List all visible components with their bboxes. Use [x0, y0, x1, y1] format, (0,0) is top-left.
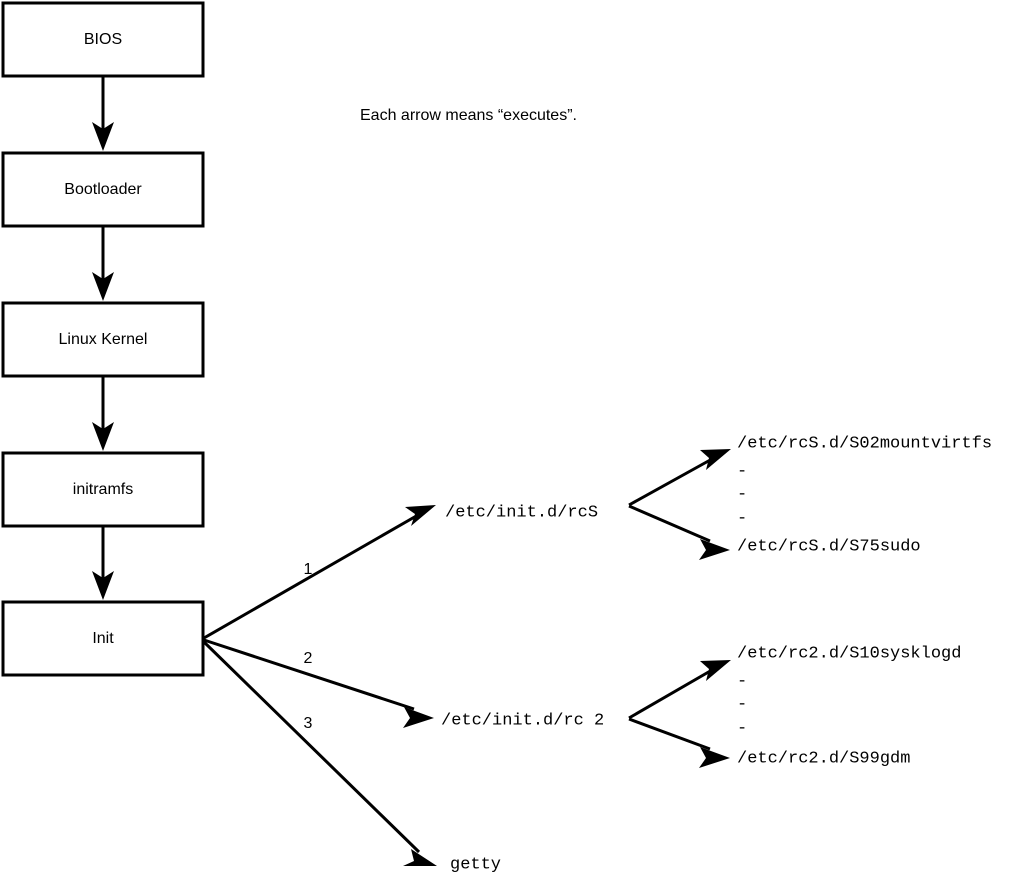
node-bootloader[interactable]: Bootloader — [1, 151, 205, 228]
node-init-rect — [1, 600, 205, 677]
node-bios[interactable]: BIOS — [1, 1, 205, 78]
node-bios-label: BIOS — [84, 31, 122, 48]
arrow-initramfs-to-init — [92, 526, 114, 600]
edge-number-1: 1 — [304, 561, 313, 578]
arrowhead-rcs-to-s75sudo — [699, 539, 730, 560]
arrowhead-kernel-to-initramfs — [92, 422, 114, 451]
arrow-rc2-to-s10sysklogd — [628, 660, 731, 720]
edge-number-2: 2 — [304, 650, 313, 667]
rc2-ellipsis-dash-1: - — [737, 672, 747, 691]
arrow-bootloader-to-kernel — [92, 226, 114, 301]
label-etc-init-d-rc2[interactable]: /etc/init.d/rc 2 — [441, 711, 604, 730]
node-initramfs-rect — [1, 451, 205, 528]
node-bootloader-label: Bootloader — [64, 181, 142, 198]
node-bootloader-rect — [1, 151, 205, 228]
edge-number-3: 3 — [304, 715, 313, 732]
arrowhead-init-to-rc2 — [403, 707, 434, 728]
arrow-kernel-to-initramfs — [92, 376, 114, 451]
arrowhead-rcs-to-s02mountvirtfs — [700, 449, 731, 470]
arrow-bios-to-bootloader — [92, 76, 114, 151]
rcs-ellipsis-dash-1: - — [737, 462, 747, 481]
label-rcs-first-script[interactable]: /etc/rcS.d/S02mountvirtfs — [737, 434, 992, 453]
arrowhead-rc2-to-s99gdm — [699, 747, 730, 768]
label-rc2-last-script[interactable]: /etc/rc2.d/S99gdm — [737, 749, 910, 768]
label-rcs-last-script[interactable]: /etc/rcS.d/S75sudo — [737, 537, 921, 556]
arrowhead-init-to-rcs — [405, 505, 436, 526]
node-linux-kernel-label: Linux Kernel — [59, 331, 148, 348]
label-etc-init-d-rcs[interactable]: /etc/init.d/rcS — [445, 503, 598, 522]
label-rc2-first-script[interactable]: /etc/rc2.d/S10sysklogd — [737, 644, 961, 663]
node-init[interactable]: Init — [1, 600, 205, 677]
arrow-init-to-getty — [202, 640, 437, 866]
arrow-rc2-to-s99gdm — [628, 717, 730, 768]
rc2-ellipsis-dash-2: - — [737, 695, 747, 714]
arrowhead-initramfs-to-init — [92, 571, 114, 600]
rcs-ellipsis-dash-3: - — [737, 509, 747, 528]
arrowhead-bios-to-bootloader — [92, 122, 114, 151]
node-init-label: Init — [92, 630, 114, 647]
arrowhead-rc2-to-s10sysklogd — [700, 660, 731, 681]
arrow-rcs-to-s02mountvirtfs — [628, 449, 731, 507]
arrow-rcs-to-s75sudo — [628, 504, 730, 560]
node-bios-rect — [1, 1, 205, 78]
node-initramfs[interactable]: initramfs — [1, 451, 205, 528]
node-initramfs-label: initramfs — [73, 481, 133, 498]
label-getty[interactable]: getty — [450, 855, 501, 874]
arrow-init-to-rcs — [203, 505, 436, 640]
diagram-caption: Each arrow means “executes”. — [360, 107, 577, 124]
node-linux-kernel[interactable]: Linux Kernel — [1, 301, 205, 378]
arrowhead-init-to-getty — [403, 849, 437, 866]
rcs-ellipsis-dash-2: - — [737, 485, 747, 504]
arrowhead-bootloader-to-kernel — [92, 272, 114, 301]
rc2-ellipsis-dash-3: - — [737, 719, 747, 738]
arrow-init-to-rc2 — [203, 638, 434, 728]
